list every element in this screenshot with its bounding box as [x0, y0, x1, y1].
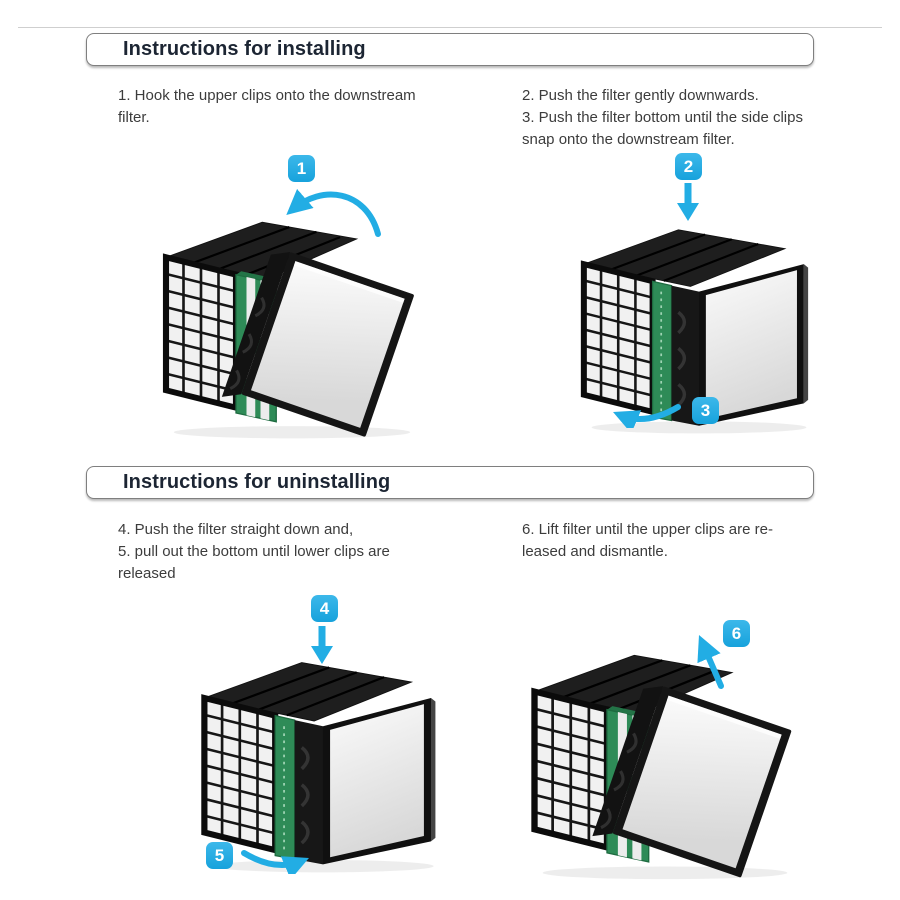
step-badge-3: 3: [692, 397, 719, 424]
step-badge-6: 6: [723, 620, 750, 647]
swing-left-arrow-icon: [613, 404, 681, 428]
step-badge-1: 1: [288, 155, 315, 182]
curved-hook-arrow-icon: [286, 188, 381, 237]
filter-panel-tilted-illustration-2: [520, 628, 810, 882]
uninstall-steps-right: 6. Lift filter until the upper clips are…: [522, 521, 773, 560]
step-badge-4: 4: [311, 595, 338, 622]
step-badge-5: 5: [206, 842, 233, 869]
filter-assembled-illustration-2: [190, 636, 456, 875]
uninstall-steps-left: 4. Push the filter straight down and, 5.…: [118, 521, 390, 582]
section-title-installing: Instructions for installing: [123, 38, 366, 60]
page-top-divider: [18, 27, 882, 28]
install-steps-left: 1. Hook the upper clips onto the downstr…: [118, 87, 416, 126]
section-title-uninstalling: Instructions for uninstalling: [123, 471, 391, 493]
pull-right-arrow-icon: [241, 850, 309, 874]
section-header-uninstalling: Instructions for uninstalling: [86, 466, 814, 499]
install-steps-right: 2. Push the filter gently downwards. 3. …: [522, 87, 803, 148]
step-badge-2: 2: [675, 153, 702, 180]
down-arrow-icon: [311, 626, 333, 664]
lift-up-arrow-icon: [697, 635, 724, 689]
down-arrow-icon: [677, 183, 699, 221]
section-header-installing: Instructions for installing: [86, 33, 814, 66]
